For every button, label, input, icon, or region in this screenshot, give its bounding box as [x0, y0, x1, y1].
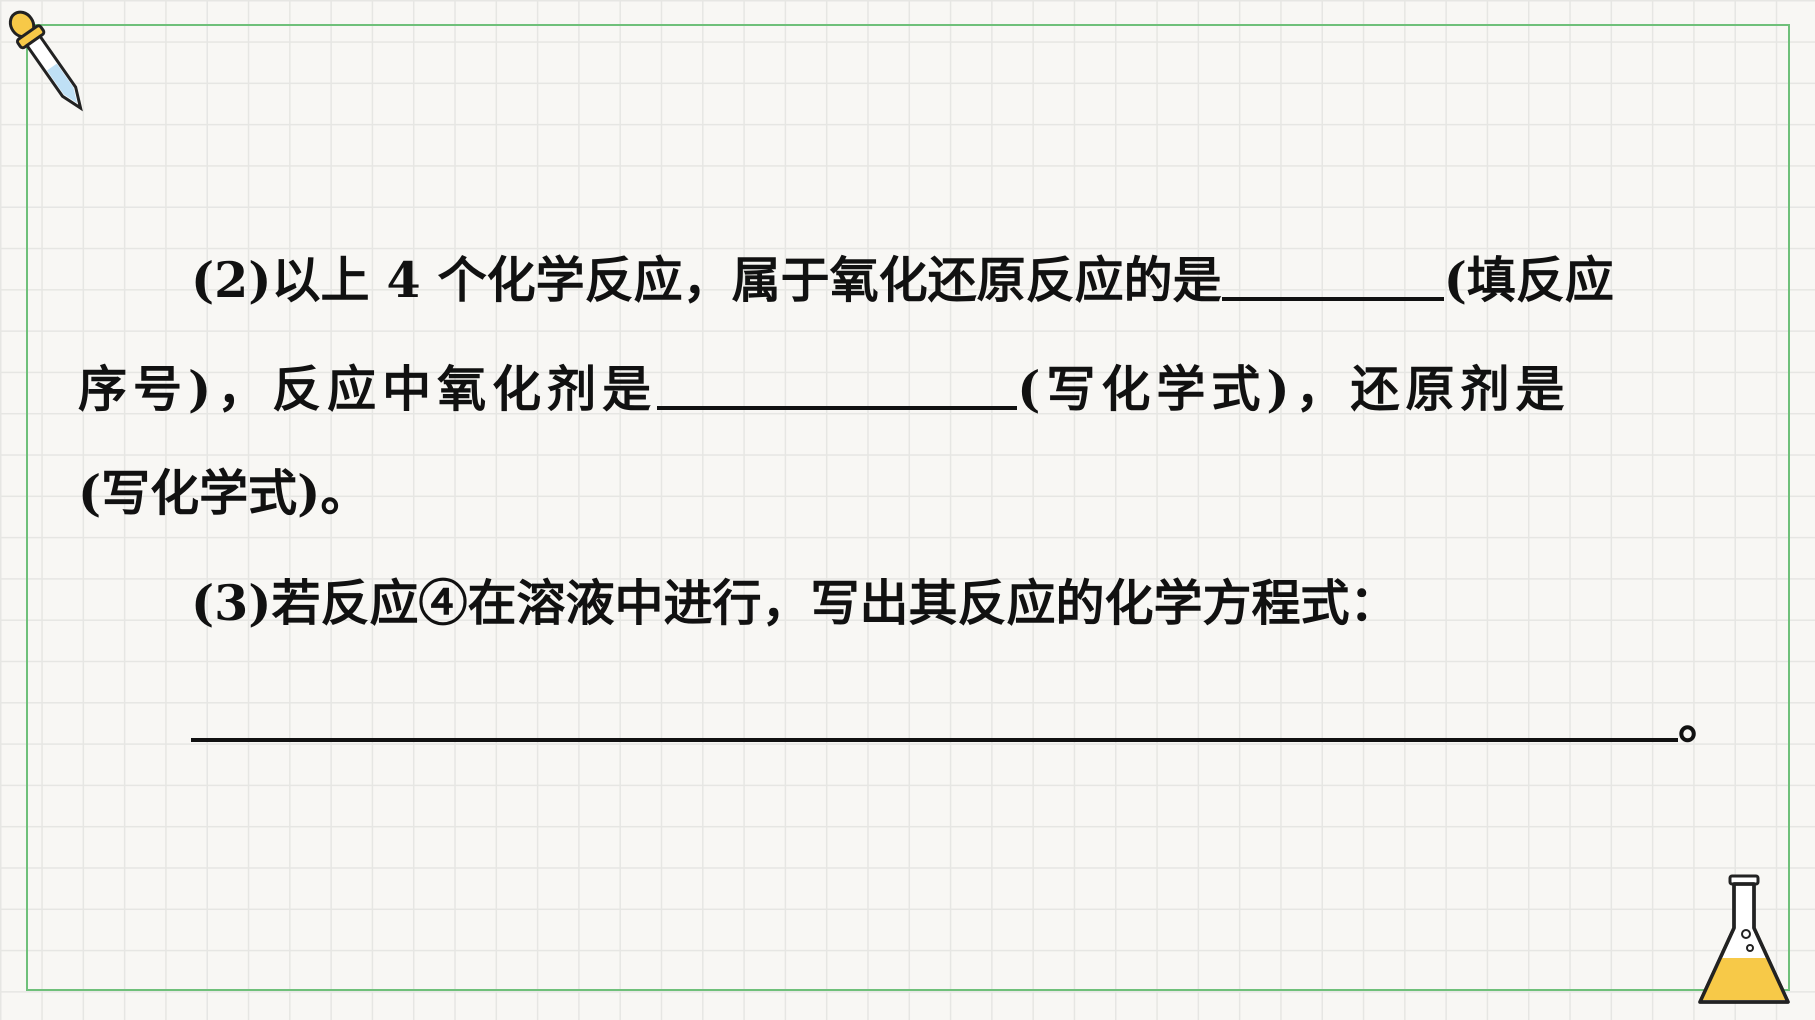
question-2-text-a: (2)以上 4 个化学反应，属于氧化还原反应的是 — [191, 251, 1222, 309]
answer-blank-reaction-numbers[interactable] — [1221, 249, 1444, 301]
dropper-icon — [8, 10, 83, 112]
content-frame — [26, 24, 1790, 991]
answer-blank-equation[interactable] — [191, 690, 1678, 742]
question-3-period: 。 — [1678, 692, 1728, 750]
question-3-line-1: (3)若反应④在溶液中进行，写出其反应的化学方程式： — [78, 577, 1730, 630]
question-2-line-2: 序号)，反应中氧化剂是 (写化学式)，还原剂是 — [78, 358, 1730, 416]
question-2-line-1: (2)以上 4 个化学反应，属于氧化还原反应的是 (填反应 — [78, 249, 1730, 307]
question-3-text: (3)若反应④在溶液中进行，写出其反应的化学方程式： — [191, 574, 1399, 632]
question-3-line-2: 。 — [191, 690, 1727, 748]
question-2-text-d: (写化学式)，还原剂是 — [1017, 360, 1571, 418]
answer-blank-oxidant[interactable] — [657, 358, 1018, 410]
question-2-line-3: (写化学式)。 — [78, 467, 1730, 520]
question-2-text-c: 序号)，反应中氧化剂是 — [78, 360, 658, 418]
question-2-text-b: (填反应 — [1443, 251, 1614, 309]
question-2-text-e: (写化学式)。 — [78, 464, 370, 522]
flask-icon — [1698, 874, 1790, 1004]
